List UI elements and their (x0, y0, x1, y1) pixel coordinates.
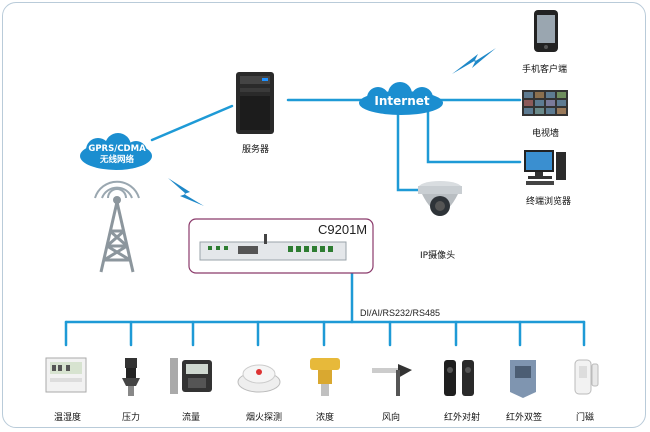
sensor-label-pressure: 压力 (122, 413, 141, 423)
tv-wall-icon (522, 90, 568, 116)
wireless-signal-device (168, 178, 204, 206)
diagram-frame (2, 2, 646, 428)
gprs-label-line1: GPRS/CDMA (88, 144, 146, 154)
thermo-hygrometer-icon (45, 357, 87, 393)
sensor-label-concentration: 浓度 (316, 413, 335, 423)
gprs-label-line2: 无线网络 (99, 155, 134, 165)
c9201m-unit-icon (199, 234, 347, 261)
mobile-client-label: 手机客户端 (522, 65, 568, 75)
smoke-detector-icon (237, 364, 281, 393)
dome-camera-icon (418, 181, 462, 216)
browser-terminal-label: 终端浏览器 (526, 197, 572, 207)
sensor-label-dual-ir: 红外双签 (506, 413, 543, 423)
desktop-computer-icon (524, 150, 566, 185)
antenna-tower-icon (94, 180, 140, 273)
gas-concentration-icon (310, 358, 340, 396)
sensor-label-wind-direction: 风向 (382, 413, 401, 423)
door-magnet-icon (574, 359, 599, 395)
wind-vane-icon (372, 364, 412, 396)
wire-internet-browser (426, 110, 522, 164)
sensor-label-ir-beam: 红外对射 (444, 413, 481, 423)
internet-label: Internet (374, 94, 430, 108)
server-label: 服务器 (242, 145, 270, 155)
gprs-cloud-label: GPRS/CDMA 无线网络 (82, 144, 152, 166)
sensor-label-smoke: 烟火探测 (246, 413, 283, 423)
device-name-label: C9201M (318, 222, 368, 237)
bus-protocol-label: DI/AI/RS232/RS485 (360, 308, 441, 318)
ip-camera-label: IP摄像头 (420, 251, 456, 261)
wire-gprs-server (150, 104, 234, 142)
sensor-label-flow: 流量 (182, 413, 201, 423)
internet-cloud-icon (359, 82, 443, 115)
pressure-transmitter-icon (122, 358, 140, 396)
gprs-cloud-icon (80, 133, 152, 170)
dual-infrared-detector-icon (510, 360, 536, 398)
wireless-signal-mobile (452, 48, 496, 74)
mobile-phone-icon (534, 10, 558, 52)
infrared-beam-icon (444, 360, 474, 396)
flow-meter-icon (170, 358, 212, 394)
tv-wall-label: 电视墙 (532, 129, 560, 139)
sensor-label-temp-humidity: 温湿度 (54, 413, 82, 423)
wire-internet-camera (396, 110, 420, 192)
server-icon (236, 72, 274, 134)
sensor-label-door-magnet: 门磁 (576, 413, 595, 423)
